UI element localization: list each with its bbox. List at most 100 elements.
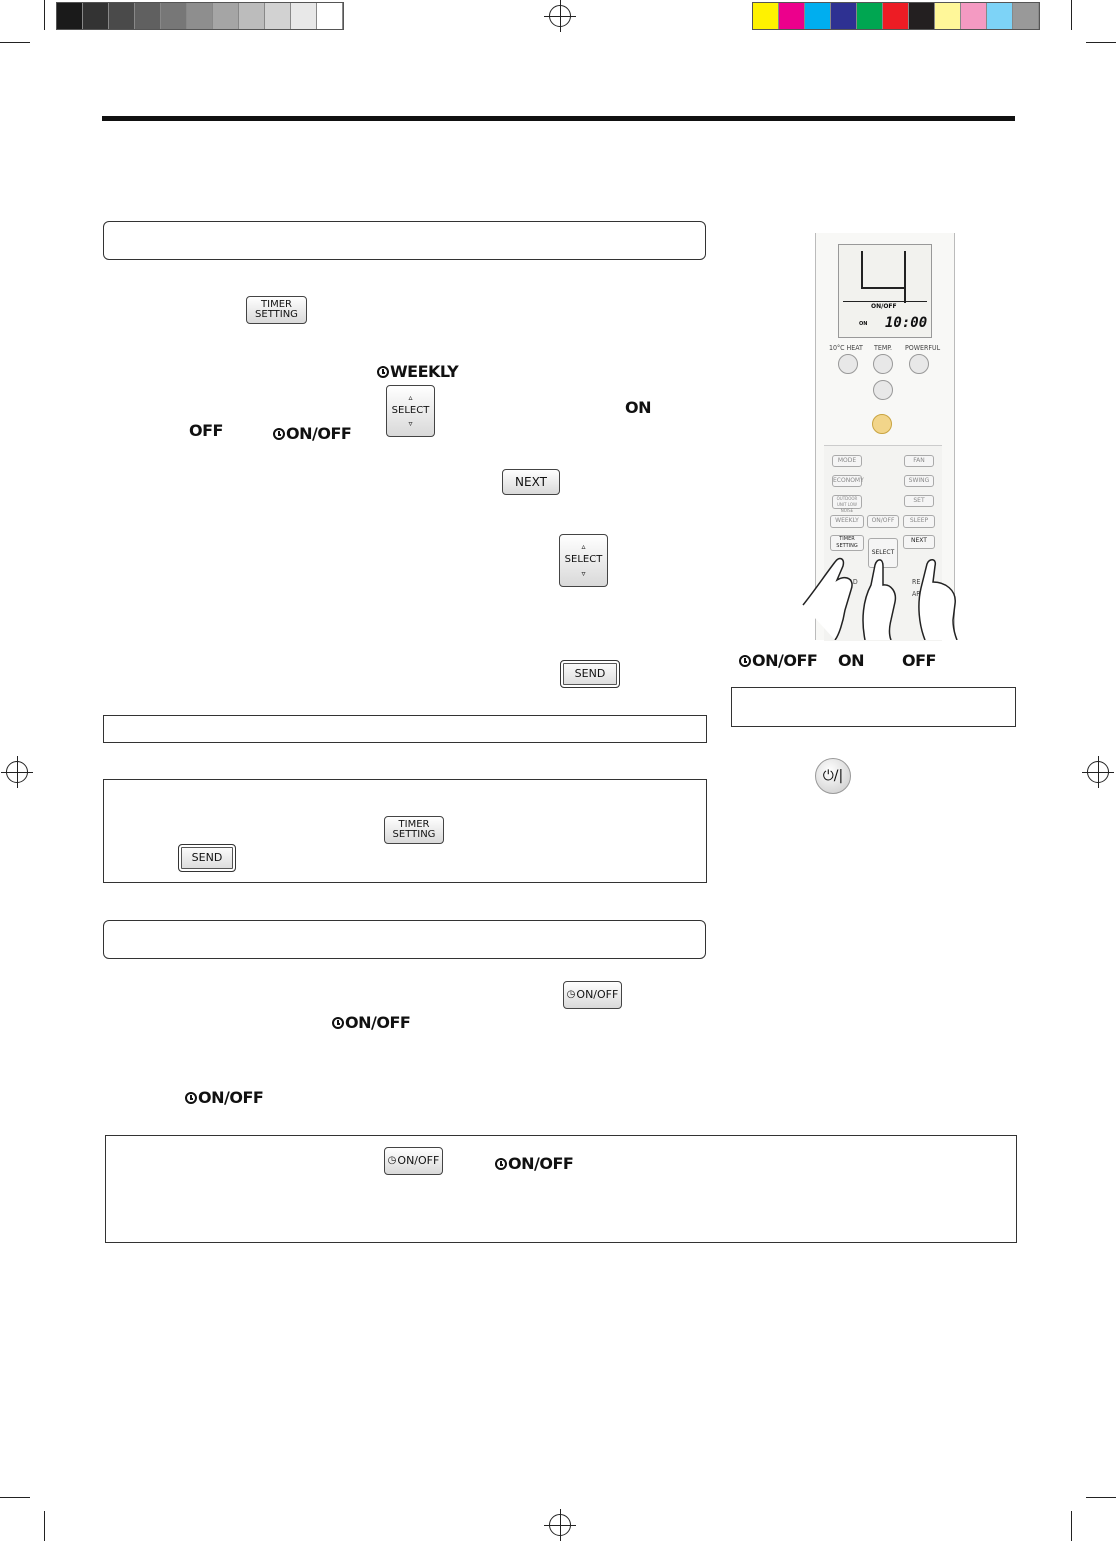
- on-off-display-icon: ON/OFF: [739, 651, 818, 670]
- remote-label-10-heat: 10°C HEAT: [829, 344, 863, 352]
- timer-setting-line1: TIMER: [398, 818, 430, 830]
- timer-clock-icon: [495, 1158, 507, 1170]
- send-label: SEND: [191, 851, 223, 865]
- timer-clock-icon: [185, 1092, 197, 1104]
- select-button[interactable]: ▵ SELECT ▿: [386, 385, 435, 437]
- timer-setting-button[interactable]: TIMER SETTING: [384, 816, 444, 844]
- on-display-icon: ON: [838, 651, 865, 670]
- remote-label-temp: TEMP.: [874, 344, 892, 352]
- color-swatch: [831, 3, 857, 29]
- color-swatch: [1013, 3, 1039, 29]
- timer-clock-small-icon: ◷: [566, 988, 576, 1000]
- crop-mark: [0, 1497, 30, 1498]
- timer-clock-icon: [273, 428, 285, 440]
- on-off-button-label: ON/OFF: [397, 1154, 440, 1168]
- send-button[interactable]: SEND: [560, 660, 620, 688]
- on-off-label: ON/OFF: [198, 1088, 264, 1107]
- gray-swatch: [265, 3, 291, 29]
- remote-on-off-key[interactable]: ON/OFF: [867, 515, 899, 528]
- color-swatch: [753, 3, 779, 29]
- remote-next-key[interactable]: NEXT: [903, 535, 935, 549]
- remote-mode-key[interactable]: MODE: [832, 455, 862, 467]
- crop-mark: [44, 0, 45, 30]
- weekly-label: WEEKLY: [390, 362, 459, 381]
- timer-setting-button[interactable]: TIMER SETTING: [246, 296, 307, 324]
- color-swatch: [857, 3, 883, 29]
- on-label: ON: [838, 651, 865, 670]
- select-label: SELECT: [391, 404, 430, 416]
- middle-hand-icon: [862, 559, 897, 640]
- on-off-display-icon: ON/OFF: [185, 1088, 264, 1107]
- timer-clock-icon: [739, 655, 751, 667]
- registration-mark-top: [544, 0, 576, 32]
- remote-fan-key[interactable]: FAN: [904, 455, 934, 467]
- next-button[interactable]: NEXT: [502, 469, 560, 495]
- on-off-label: ON/OFF: [345, 1013, 411, 1032]
- weekly-display-icon: WEEKLY: [377, 362, 459, 381]
- on-off-display-icon: ON/OFF: [273, 424, 352, 443]
- remote-set-key[interactable]: SET: [904, 495, 934, 507]
- timer-on-off-button[interactable]: ◷ON/OFF: [563, 981, 622, 1009]
- on-off-display-icon: ON/OFF: [332, 1013, 411, 1032]
- remote-power-button[interactable]: [872, 414, 892, 434]
- lcd-on-off-text: ON/OFF: [871, 303, 897, 310]
- gray-swatch: [187, 3, 213, 29]
- remote-low-noise-key[interactable]: OUTDOOR UNIT LOW NOISE: [832, 495, 862, 513]
- power-button-icon[interactable]: ⏻/|: [815, 758, 851, 794]
- next-label: NEXT: [515, 474, 547, 489]
- info-bar-box: [103, 715, 707, 743]
- color-swatch: [805, 3, 831, 29]
- section-heading-box-2: [103, 920, 706, 959]
- timer-clock-icon: [332, 1017, 344, 1029]
- remote-powerful-button[interactable]: [909, 354, 929, 374]
- send-button[interactable]: SEND: [178, 844, 236, 872]
- lcd-segment-right: [904, 251, 906, 303]
- lcd-segment-left: [861, 251, 863, 289]
- select-down-arrow-icon: ▿: [581, 568, 586, 578]
- remote-lower-text-3: AR: [912, 590, 921, 598]
- off-label: OFF: [902, 651, 936, 670]
- remote-temp-up-button[interactable]: [873, 354, 893, 374]
- gray-swatch: [239, 3, 265, 29]
- remote-timer-setting-key[interactable]: TIMER SETTING: [830, 535, 864, 551]
- registration-mark-right: [1082, 756, 1114, 788]
- gray-swatch: [291, 3, 317, 29]
- gray-swatch: [83, 3, 109, 29]
- off-label: OFF: [189, 421, 223, 440]
- registration-mark-left: [1, 756, 33, 788]
- crop-mark: [1071, 0, 1072, 30]
- crop-mark: [1071, 1511, 1072, 1541]
- remote-swing-key[interactable]: SWING: [904, 475, 934, 487]
- on-display-icon: ON: [625, 398, 652, 417]
- remote-label-powerful: POWERFUL: [905, 344, 941, 352]
- remote-lower-text-2: RE: [912, 578, 921, 586]
- color-swatch: [935, 3, 961, 29]
- timer-clock-small-icon: ◷: [387, 1154, 397, 1166]
- remote-weekly-key[interactable]: WEEKLY: [830, 515, 864, 528]
- lcd-time-text: 10:00: [885, 315, 928, 331]
- gray-swatch: [161, 3, 187, 29]
- select-up-arrow-icon: ▵: [408, 392, 413, 402]
- gray-swatch: [57, 3, 83, 29]
- remote-sleep-key[interactable]: SLEEP: [903, 515, 935, 528]
- gray-swatch: [213, 3, 239, 29]
- remote-economy-key[interactable]: ECONOMY: [832, 475, 864, 487]
- power-symbol: ⏻/|: [822, 768, 844, 784]
- select-down-arrow-icon: ▿: [408, 419, 413, 429]
- on-off-label: ON/OFF: [286, 424, 352, 443]
- remote-lcd-display: ON/OFF ON 10:00: [838, 244, 932, 338]
- crop-mark: [0, 42, 30, 43]
- right-info-box: [731, 687, 1016, 727]
- header-rule: [102, 116, 1015, 121]
- remote-temp-down-button[interactable]: [873, 380, 893, 400]
- on-label: ON: [625, 398, 652, 417]
- on-off-display-icon: ON/OFF: [495, 1154, 574, 1173]
- timer-setting-line2: SETTING: [255, 309, 298, 320]
- gray-swatch: [317, 3, 343, 29]
- select-button[interactable]: ▵ SELECT ▿: [559, 534, 608, 587]
- remote-10-heat-button[interactable]: [838, 354, 858, 374]
- lcd-on-text: ON: [859, 321, 868, 327]
- send-label: SEND: [574, 667, 606, 681]
- timer-on-off-button[interactable]: ◷ON/OFF: [384, 1147, 443, 1175]
- color-swatch: [961, 3, 987, 29]
